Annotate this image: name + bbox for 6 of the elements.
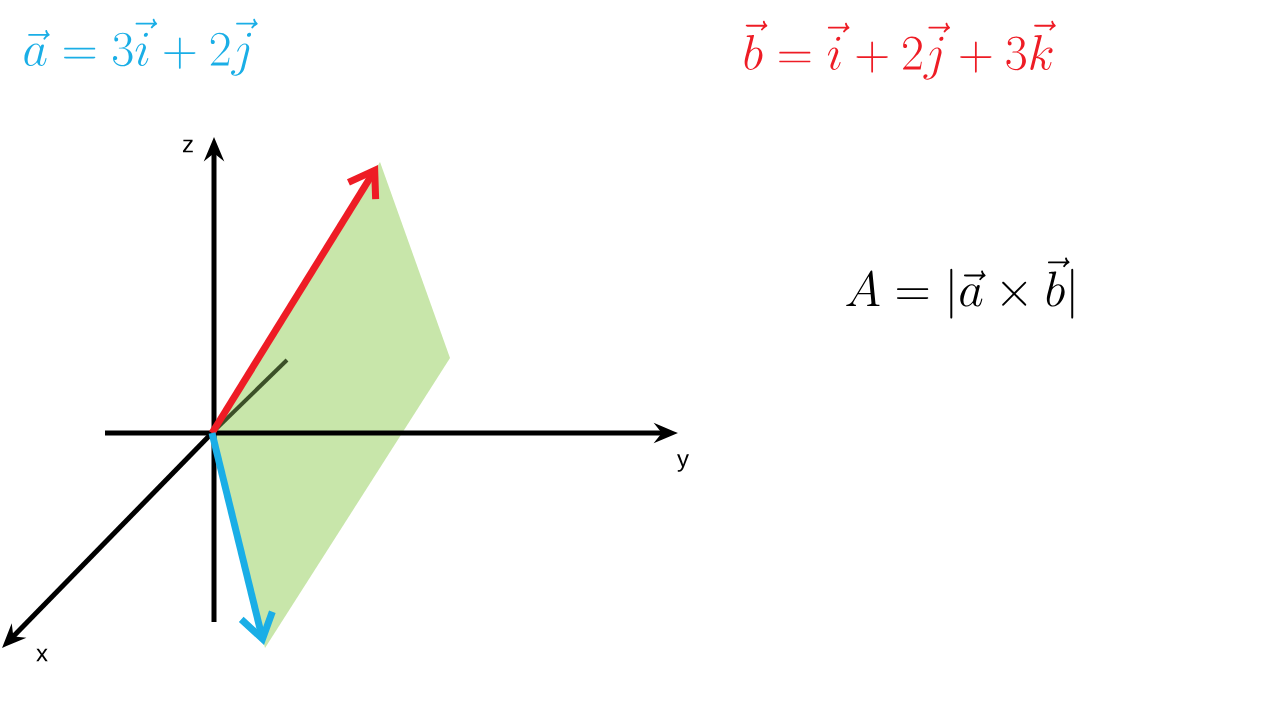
axis-label: z [183,139,193,153]
formula: $\vec{a}=3\vec{i}+2\vec{j}$ [24,18,258,76]
axis-label: x [36,648,48,662]
axis-label: y [677,454,689,472]
formula: $\vec{b}=\vec{i}+2\vec{j}+3\vec{k}$ [744,20,1056,80]
formula: $A=|\vec{a}\times\vec{b}|$ [846,257,1074,319]
